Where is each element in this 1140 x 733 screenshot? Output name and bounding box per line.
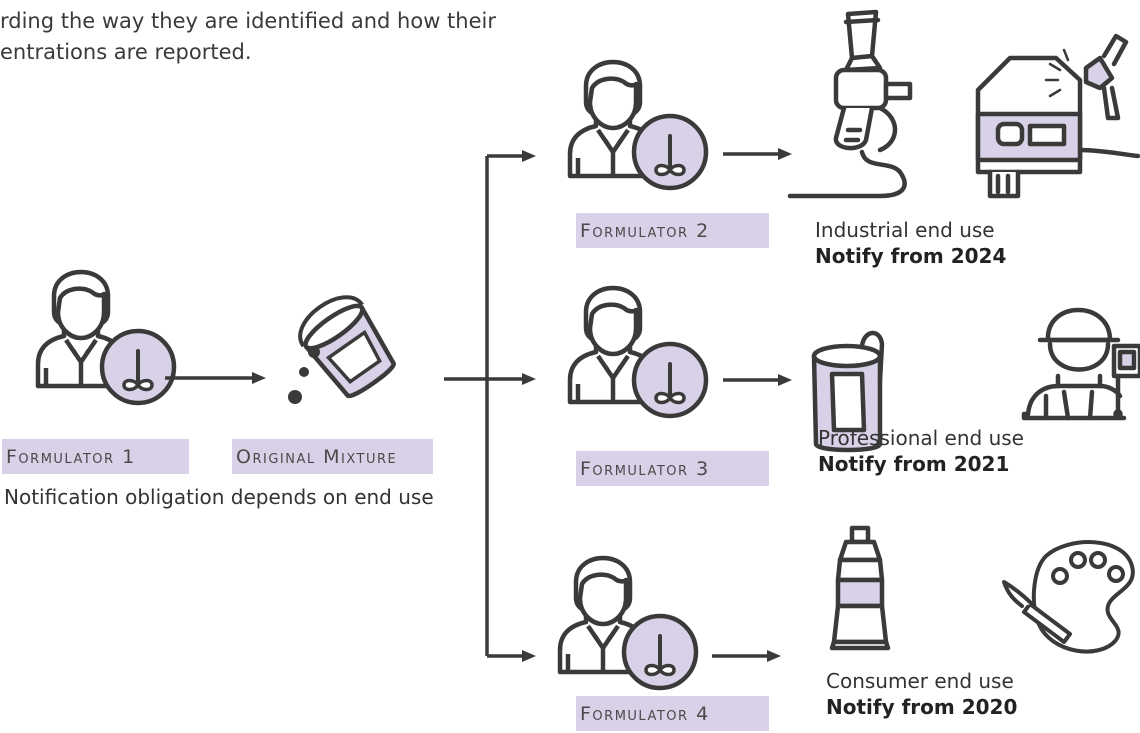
notification-note: Notification obligation depends on end u… [4, 485, 434, 509]
formulator-3-label: Formulator 3 [576, 451, 769, 486]
spray-gun-icon [787, 9, 913, 199]
original-mixture-label: Original Mixture [232, 439, 433, 474]
formulator-2-label: Formulator 2 [576, 213, 769, 248]
paint-tube-icon [829, 525, 891, 651]
formulator-2-mixer-icon [634, 116, 706, 188]
professional-end-use-label: Professional end use [818, 426, 1024, 450]
paint-drop [308, 346, 320, 358]
paint-drop [288, 390, 302, 404]
intro-text: rding the way they are identified and ho… [0, 6, 496, 68]
paint-drop [299, 367, 309, 377]
paint-bucket-icon [298, 295, 396, 399]
consumer-notify-date: Notify from 2020 [826, 695, 1018, 719]
formulator-1-mixer-icon [102, 331, 174, 403]
industrial-end-use: Industrial end use Notify from 2024 [815, 217, 1006, 269]
industrial-notify-date: Notify from 2024 [815, 244, 1007, 268]
intro-line-1: rding the way they are identified and ho… [0, 9, 496, 33]
professional-end-use: Professional end use Notify from 2021 [818, 425, 1024, 477]
professional-notify-date: Notify from 2021 [818, 452, 1010, 476]
formulator-3-mixer-icon [634, 344, 706, 416]
paint-can-icon [811, 330, 885, 453]
consumer-end-use: Consumer end use Notify from 2020 [826, 668, 1017, 720]
formulator-1-label: Formulator 1 [2, 439, 189, 474]
car-painting-icon [975, 33, 1140, 199]
industrial-end-use-label: Industrial end use [815, 218, 995, 242]
painter-worker-icon [1021, 307, 1140, 421]
formulator-4-label: Formulator 4 [576, 696, 769, 731]
intro-line-2: entrations are reported. [0, 40, 252, 64]
consumer-end-use-label: Consumer end use [826, 669, 1014, 693]
arrow-to-mixture [165, 372, 266, 384]
arrows-to-end-use [712, 152, 781, 658]
formulator-4-mixer-icon [624, 616, 696, 688]
branch-arrows [444, 154, 523, 658]
paint-palette-icon [1002, 540, 1135, 654]
